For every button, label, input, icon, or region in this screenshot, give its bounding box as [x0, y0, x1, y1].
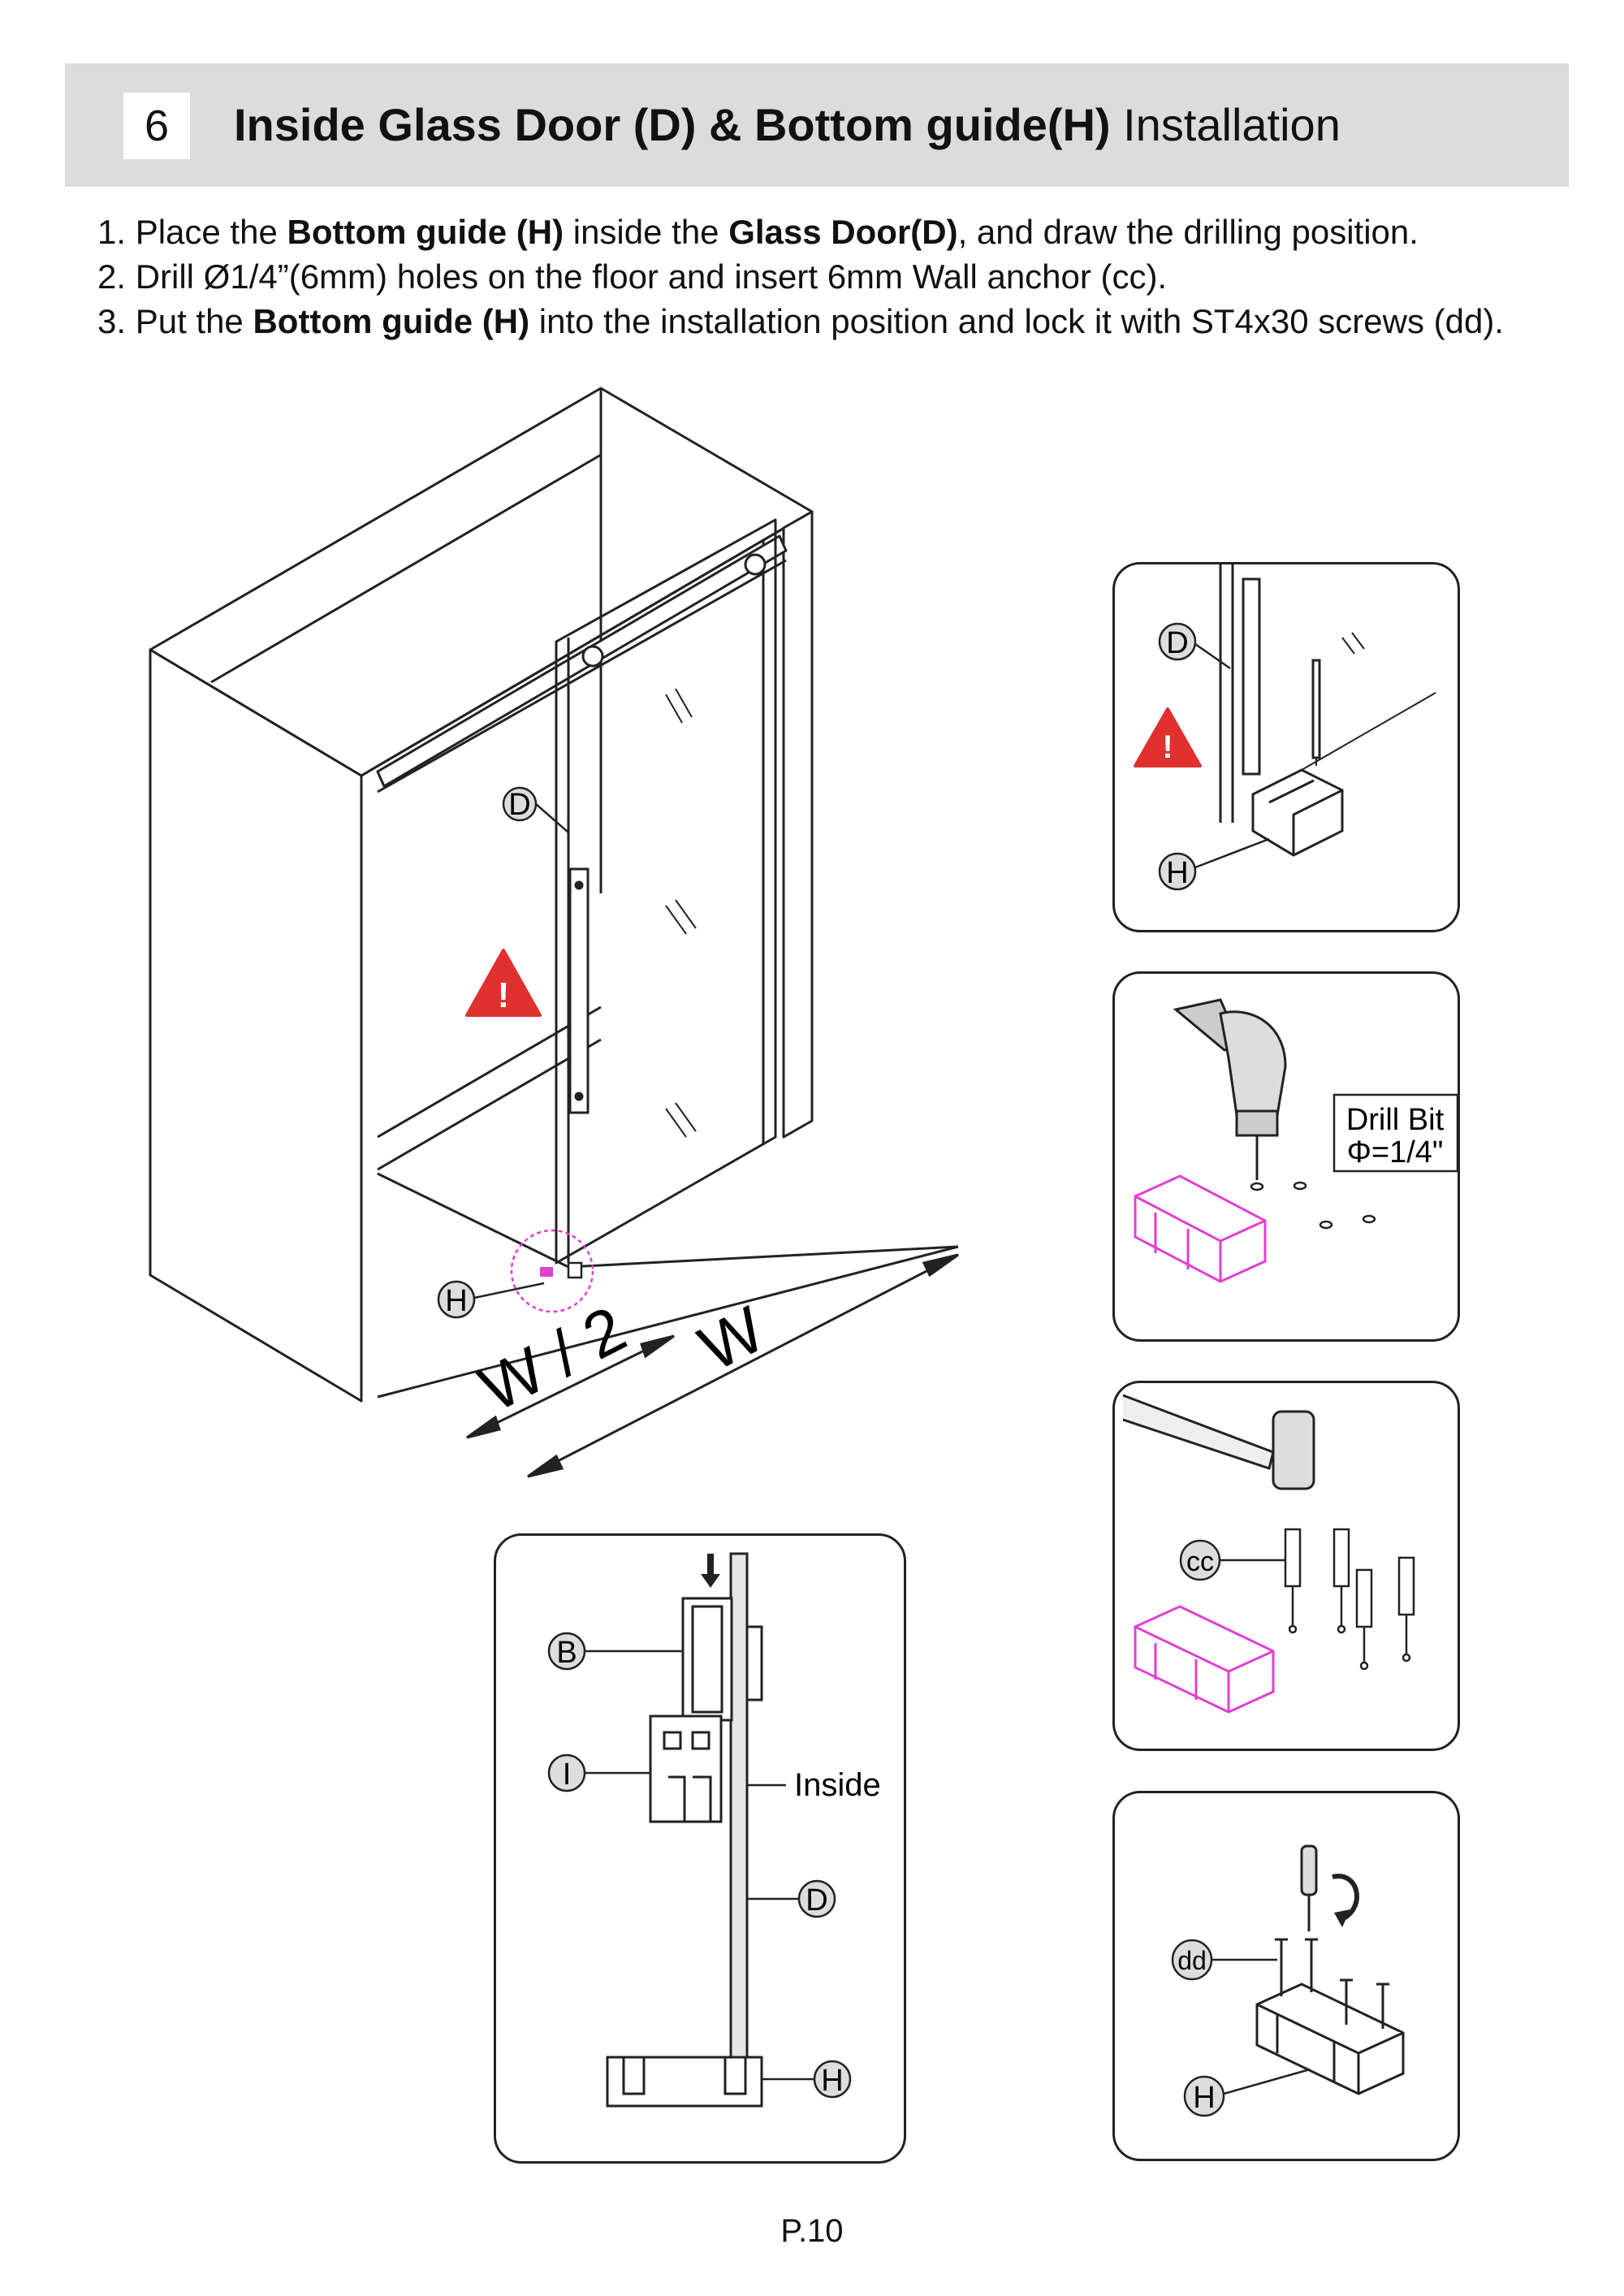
- hammer-icon: [1122, 1394, 1315, 1490]
- callout-d: D: [1158, 622, 1231, 670]
- callout-h-label: H: [1166, 856, 1188, 890]
- page-number: P.10: [780, 2213, 844, 2249]
- step-number: 6: [123, 93, 190, 159]
- sliding-bar: [376, 534, 788, 788]
- drill-holes-panel: Drill Bit Φ=1/4": [1112, 971, 1460, 1342]
- step-header: 6 Inside Glass Door (D) & Bottom guide(H…: [65, 63, 1569, 187]
- insert-anchors-panel: cc: [1112, 1381, 1460, 1751]
- callout-d-label: D: [806, 1883, 827, 1918]
- right-wall: [782, 510, 814, 1139]
- drill-holes-drawing: Drill Bit Φ=1/4": [1134, 998, 1458, 1283]
- screws-dd: [1275, 1938, 1389, 2029]
- insert-anchors-drawing: cc: [1122, 1394, 1415, 1714]
- instruction-text: inside the: [564, 213, 729, 251]
- instruction-2: 2. Drill Ø1/4”(6mm) holes on the floor a…: [97, 257, 1168, 296]
- callout-d: D: [502, 786, 569, 833]
- instruction-bold: Bottom guide (H): [253, 302, 530, 340]
- warning-symbol: !: [1162, 729, 1173, 765]
- dimension-half-label: W / 2: [469, 1292, 637, 1425]
- callout-h: H: [437, 1280, 545, 1319]
- wall-anchors: [1284, 1528, 1415, 1671]
- callout-i: I: [547, 1753, 586, 1792]
- instruction-text: 3. Put the: [97, 302, 253, 340]
- bottom-guide-h: [1255, 1983, 1405, 2095]
- highlight-circle: [510, 1229, 594, 1313]
- dimension-lines: [466, 1253, 959, 1478]
- instruction-text: , and draw the drilling position.: [957, 213, 1419, 251]
- glass-door-section: [729, 1552, 749, 2091]
- mark-position-drawing: ! D H: [1134, 564, 1436, 891]
- drill-bit-label: Drill Bit: [1346, 1103, 1445, 1137]
- instruction-1: 1. Place the Bottom guide (H) inside the…: [97, 210, 1559, 254]
- callout-h-label: H: [821, 2064, 843, 2098]
- fix-screws-panel: dd H: [1112, 1791, 1460, 2161]
- callout-dd: dd: [1171, 1939, 1277, 1981]
- instruction-3: 3. Put the Bottom guide (H) into the ins…: [97, 299, 1559, 344]
- callout-cc-label: cc: [1186, 1546, 1214, 1577]
- callout-d: D: [797, 1879, 836, 1918]
- main-enclosure-diagram: ! D H W / 2 W: [149, 387, 959, 1478]
- page-title: Inside Glass Door (D) & Bottom guide(H) …: [234, 91, 1341, 159]
- door-handle: [568, 867, 590, 1114]
- dimension-full-label: W: [688, 1292, 775, 1385]
- warning-symbol: !: [498, 975, 510, 1015]
- warning-triangle-icon: !: [465, 949, 542, 1017]
- callout-cc: cc: [1179, 1539, 1285, 1581]
- bottom-guide-h: [1134, 1174, 1267, 1283]
- glass-door: [555, 518, 777, 1265]
- callout-d-label: D: [508, 788, 530, 822]
- callout-h-label: H: [445, 1284, 467, 1318]
- fix-screws-drawing: dd H: [1171, 1844, 1405, 2117]
- mark-position-panel: ! D H: [1112, 562, 1460, 932]
- stopper-i: [649, 1714, 723, 1823]
- callout-h-label: H: [1193, 2081, 1215, 2115]
- callout-i-label: I: [563, 1758, 572, 1792]
- instruction-bold: Bottom guide (H): [287, 213, 564, 251]
- callout-b-label: B: [556, 1636, 577, 1670]
- drill-bit-size: Φ=1/4": [1347, 1135, 1444, 1170]
- screwdriver-icon: [1300, 1844, 1318, 1931]
- instruction-text: into the installation position and lock …: [529, 302, 1504, 340]
- inside-label: Inside: [794, 1767, 881, 1803]
- rotate-arrow-icon: [1332, 1874, 1359, 1922]
- detail-section-panel: B I Inside D H: [494, 1533, 906, 2164]
- title-regular: Installation: [1110, 99, 1341, 150]
- callout-dd-label: dd: [1177, 1946, 1207, 1975]
- callout-d-label: D: [1166, 626, 1188, 660]
- detail-section-drawing: B I Inside D H: [547, 1552, 881, 2108]
- bottom-guide-h: [1134, 1605, 1275, 1714]
- callout-b: B: [547, 1632, 586, 1671]
- title-bold: Inside Glass Door (D) & Bottom guide(H): [234, 99, 1111, 150]
- instruction-bold: Glass Door(D): [728, 213, 958, 251]
- instruction-text: 1. Place the: [97, 213, 287, 251]
- callout-h: H: [1183, 2068, 1311, 2117]
- callout-h: H: [813, 2060, 852, 2099]
- callout-h: H: [1158, 837, 1270, 891]
- bottom-guide-h: [606, 2056, 763, 2108]
- left-wall: [149, 648, 363, 1403]
- warning-triangle-icon: !: [1134, 707, 1202, 767]
- bottom-guide-marker: [540, 1267, 553, 1277]
- drill-icon: [1173, 998, 1287, 1180]
- instructions: 1. Place the Bottom guide (H) inside the…: [97, 210, 1559, 344]
